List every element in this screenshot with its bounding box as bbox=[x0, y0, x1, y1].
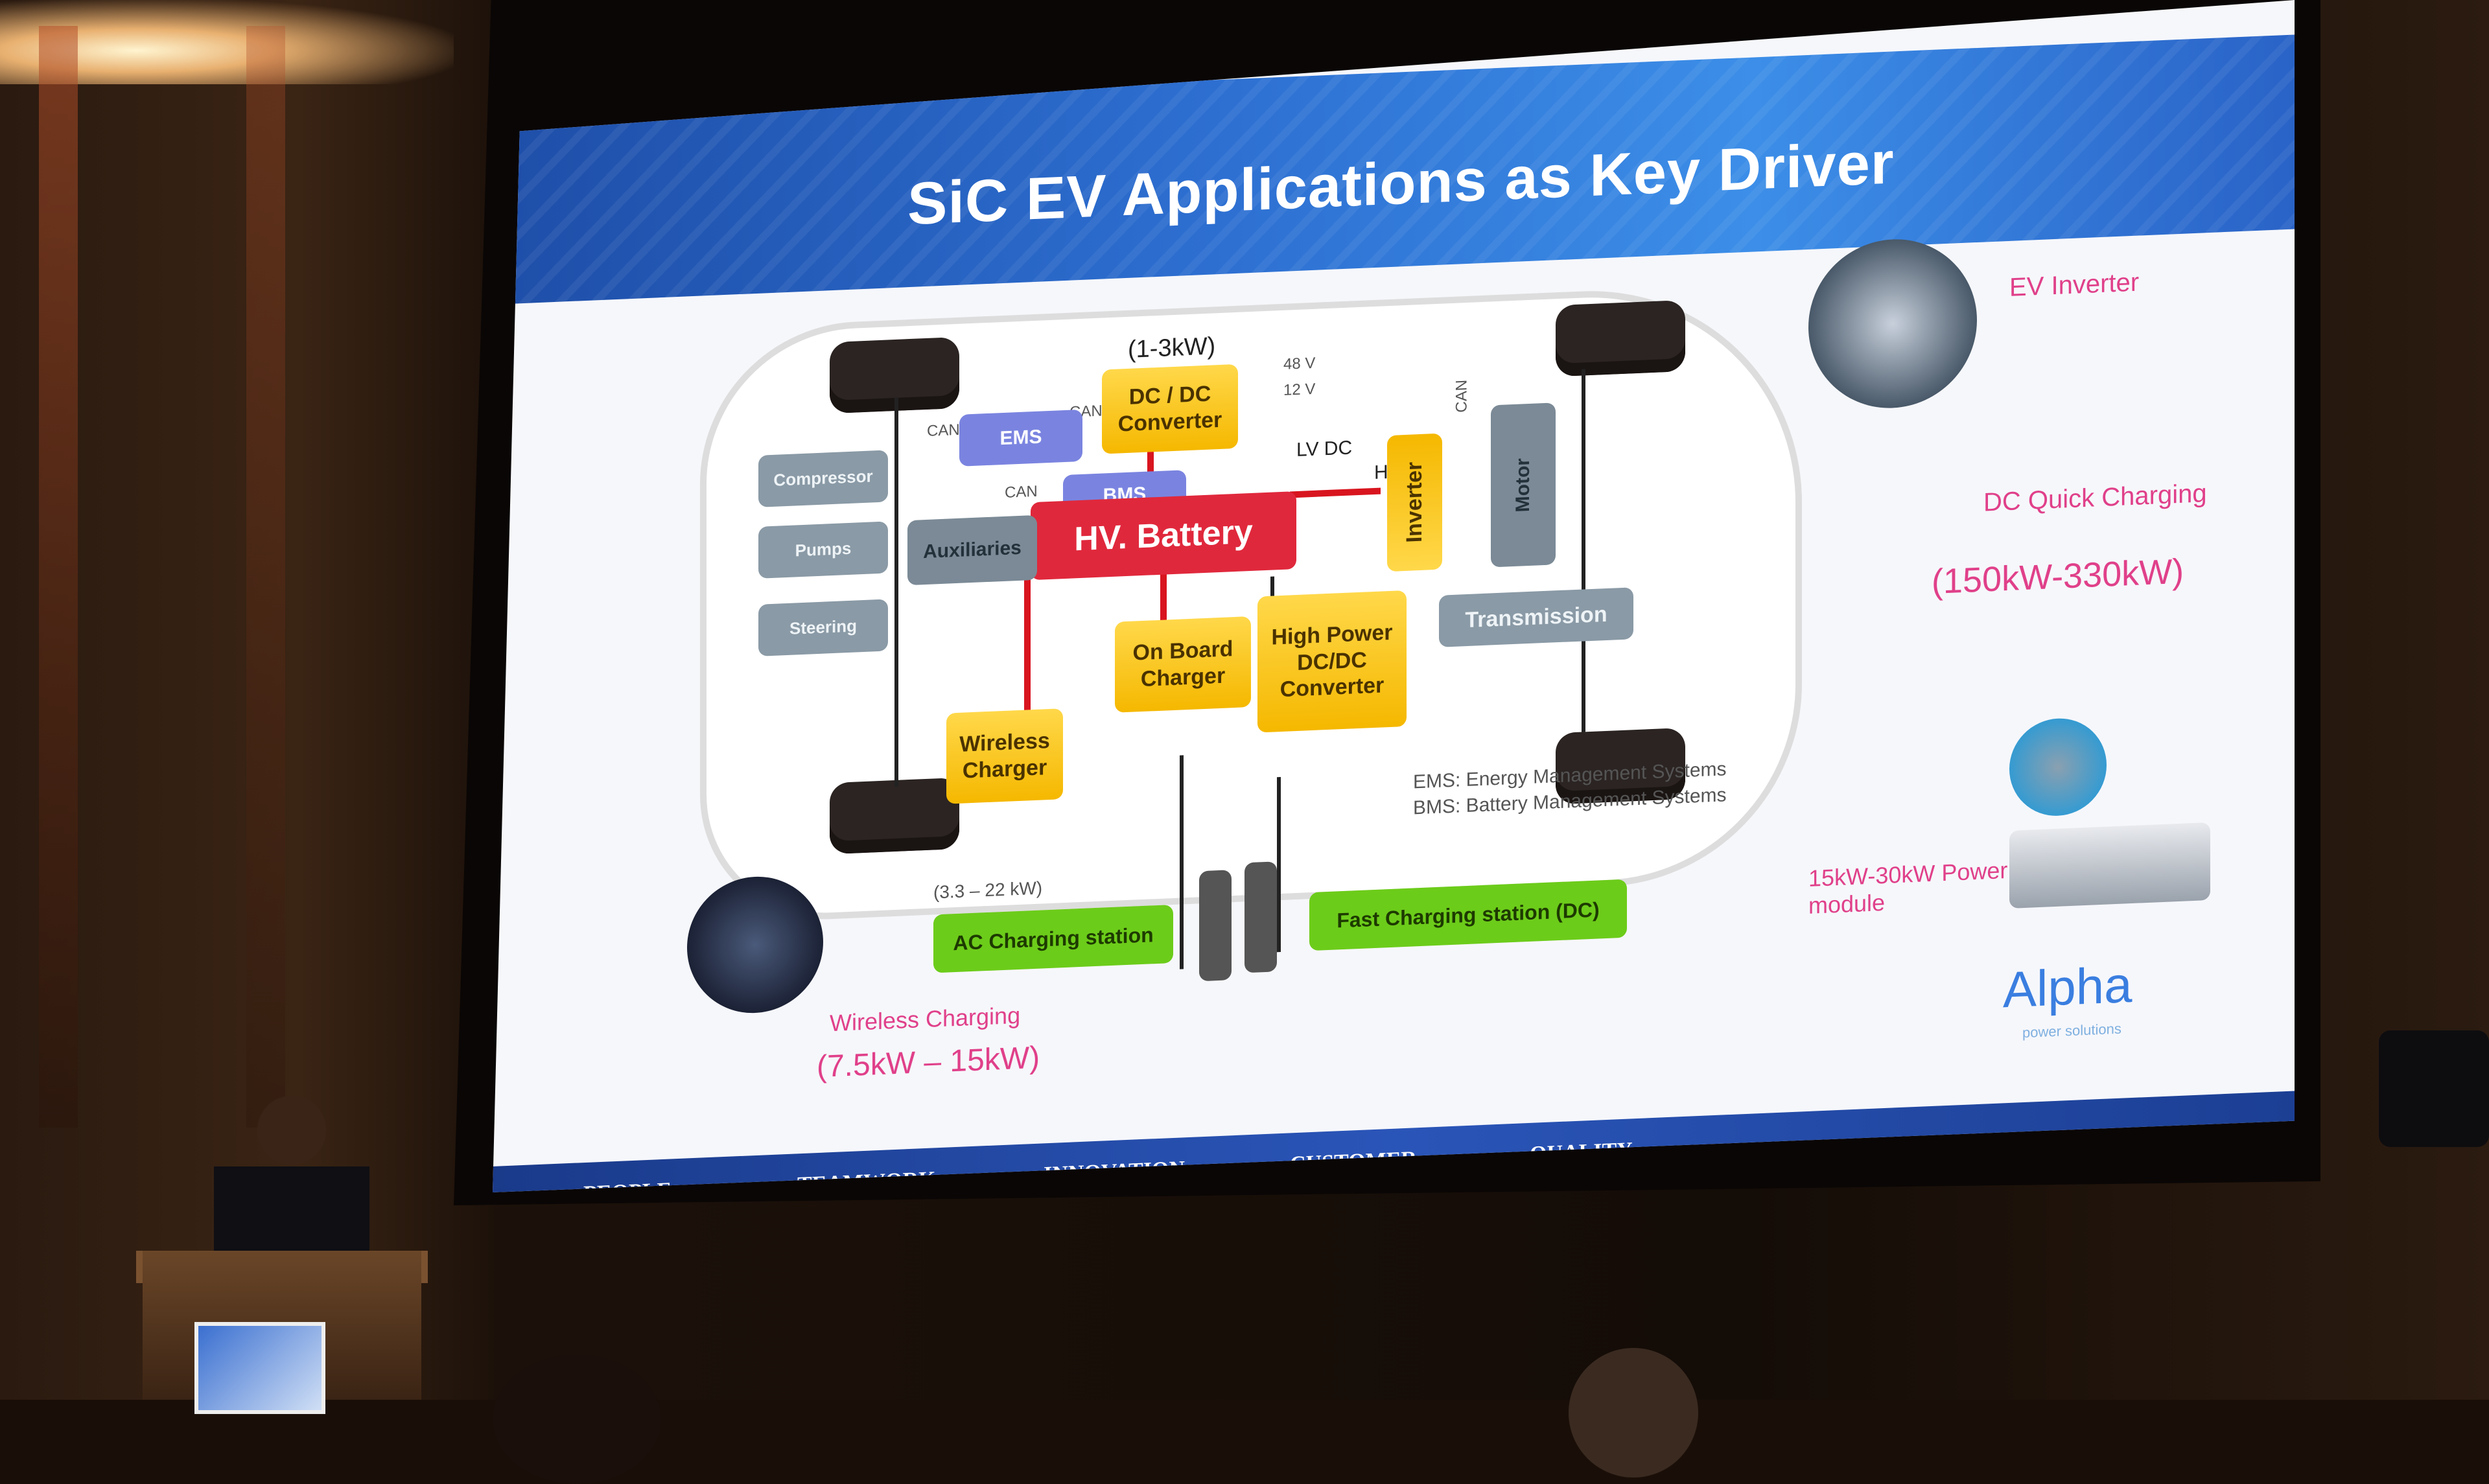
black-wire bbox=[894, 397, 898, 787]
audience-head bbox=[493, 1354, 661, 1484]
wheel-rear-left bbox=[830, 777, 959, 855]
wall-panel bbox=[246, 26, 285, 1128]
transmission-block: Transmission bbox=[1439, 587, 1633, 647]
black-wire bbox=[1582, 369, 1585, 732]
can-label: CAN bbox=[1005, 482, 1038, 502]
alpha-logo: Alpha bbox=[2003, 955, 2133, 1019]
slide: SiC EV Applications as Key Driver (1-3kW… bbox=[493, 0, 2295, 1192]
camera-silhouette bbox=[2379, 1030, 2489, 1147]
can-label: CAN bbox=[927, 421, 960, 440]
charger-post-icon bbox=[1244, 861, 1277, 973]
ev-inverter-photo bbox=[1808, 236, 1977, 412]
wall-panel bbox=[39, 26, 78, 1128]
black-wire bbox=[1180, 755, 1184, 969]
hv-battery-block: HV. Battery bbox=[1031, 491, 1296, 581]
dcdc-converter-block: DC / DC Converter bbox=[1102, 364, 1238, 454]
power-module-photo bbox=[2009, 822, 2210, 909]
audience-head bbox=[1569, 1348, 1698, 1478]
steering-block: Steering bbox=[758, 599, 888, 656]
dc-quick-label: DC Quick Charging bbox=[1983, 479, 2207, 517]
motor-block: Motor bbox=[1491, 402, 1556, 568]
v48-label: 48 V bbox=[1283, 354, 1316, 373]
wireless-charging-range: (7.5kW – 15kW) bbox=[817, 1040, 1040, 1085]
red-wire bbox=[1024, 567, 1031, 723]
wireless-charging-photo bbox=[687, 874, 823, 1016]
hp-dcdc-block: High Power DC/DC Converter bbox=[1257, 590, 1407, 733]
inverter-block: Inverter bbox=[1387, 433, 1442, 572]
ac-station-block: AC Charging station bbox=[933, 904, 1173, 973]
can-label: CAN bbox=[1453, 379, 1471, 413]
v12-label: 12 V bbox=[1283, 380, 1316, 399]
fast-station-block: Fast Charging station (DC) bbox=[1309, 879, 1627, 951]
pumps-block: Pumps bbox=[758, 521, 888, 579]
onboard-charger-block: On Board Charger bbox=[1115, 616, 1251, 713]
compressor-block: Compressor bbox=[758, 450, 888, 507]
podium-sign bbox=[194, 1322, 325, 1414]
power-module-label: 15kW-30kW Power module bbox=[1808, 857, 2008, 919]
ems-block: EMS bbox=[959, 409, 1082, 467]
alpha-logo-subtitle: power solutions bbox=[2022, 1020, 2121, 1041]
charger-post-icon bbox=[1199, 870, 1232, 982]
black-wire bbox=[1277, 777, 1281, 953]
dc-quick-range: (150kW-330kW) bbox=[1932, 551, 2184, 601]
projection-screen: SiC EV Applications as Key Driver (1-3kW… bbox=[493, 0, 2295, 1192]
wireless-charger-block: Wireless Charger bbox=[946, 708, 1063, 804]
wireless-charging-label: Wireless Charging bbox=[830, 1001, 1021, 1037]
lv-dc-label: LV DC bbox=[1296, 437, 1353, 461]
ev-inverter-label: EV Inverter bbox=[2009, 268, 2140, 302]
power-module-chip-photo bbox=[2009, 716, 2107, 818]
power-top-label: (1-3kW) bbox=[1128, 332, 1216, 364]
auxiliaries-block: Auxiliaries bbox=[907, 515, 1037, 586]
wheel-front-right bbox=[1556, 299, 1685, 377]
